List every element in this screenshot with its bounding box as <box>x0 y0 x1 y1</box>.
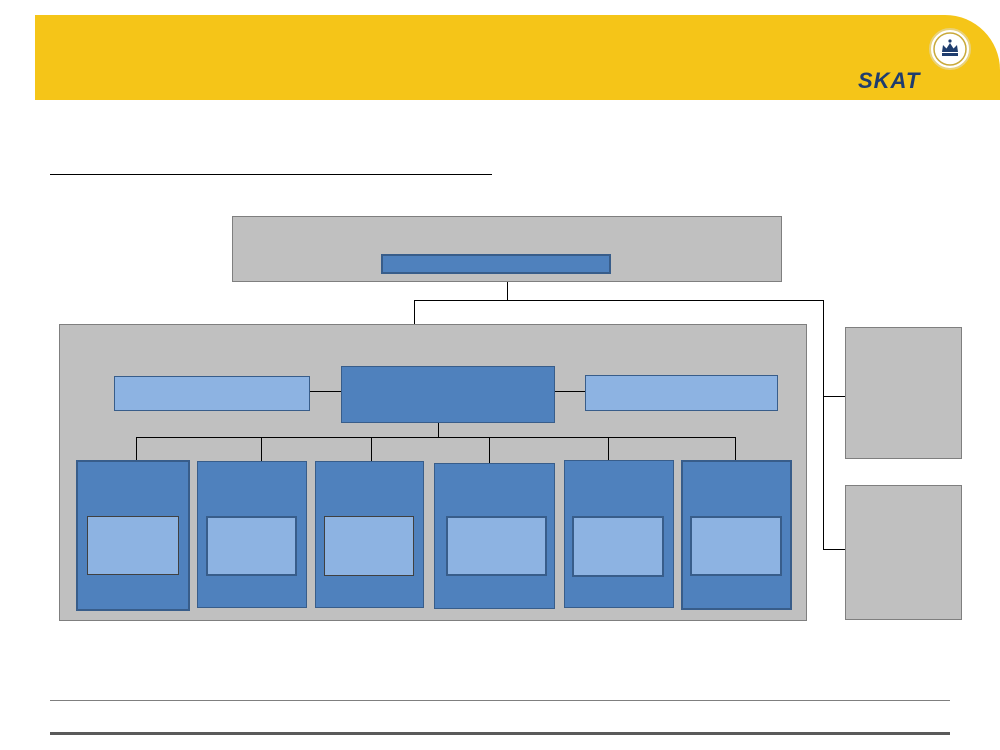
connector-line <box>136 437 736 438</box>
footer-bar <box>50 732 950 735</box>
crown-logo-icon <box>929 28 971 70</box>
center-box <box>341 366 555 423</box>
unit-inner-box-6 <box>690 516 782 576</box>
title-underline <box>50 174 492 175</box>
top-level-sub-box <box>381 254 611 274</box>
left-side-box <box>114 376 310 411</box>
connector-line <box>823 549 845 550</box>
connector-line <box>555 391 585 392</box>
connector-line <box>438 423 439 438</box>
connector-line <box>261 437 262 461</box>
unit-inner-box-1 <box>87 516 179 575</box>
connector-line <box>136 437 137 460</box>
brand-logo-text: SKAT <box>858 68 921 93</box>
external-box-1 <box>845 327 962 459</box>
connector-line <box>507 282 508 301</box>
connector-line <box>608 437 609 460</box>
connector-line <box>735 437 736 460</box>
connector-line <box>489 437 490 463</box>
unit-inner-box-4 <box>446 516 547 576</box>
connector-line <box>371 437 372 461</box>
connector-line <box>310 391 341 392</box>
right-side-box <box>585 375 778 411</box>
connector-line <box>414 300 415 324</box>
unit-inner-box-5 <box>572 516 664 577</box>
connector-line <box>823 396 845 397</box>
header-banner <box>35 15 1000 100</box>
footer-divider <box>50 700 950 701</box>
connector-line <box>414 300 824 301</box>
external-box-2 <box>845 485 962 620</box>
connector-line <box>823 300 824 550</box>
unit-inner-box-2 <box>206 516 297 576</box>
unit-inner-box-3 <box>324 516 414 576</box>
